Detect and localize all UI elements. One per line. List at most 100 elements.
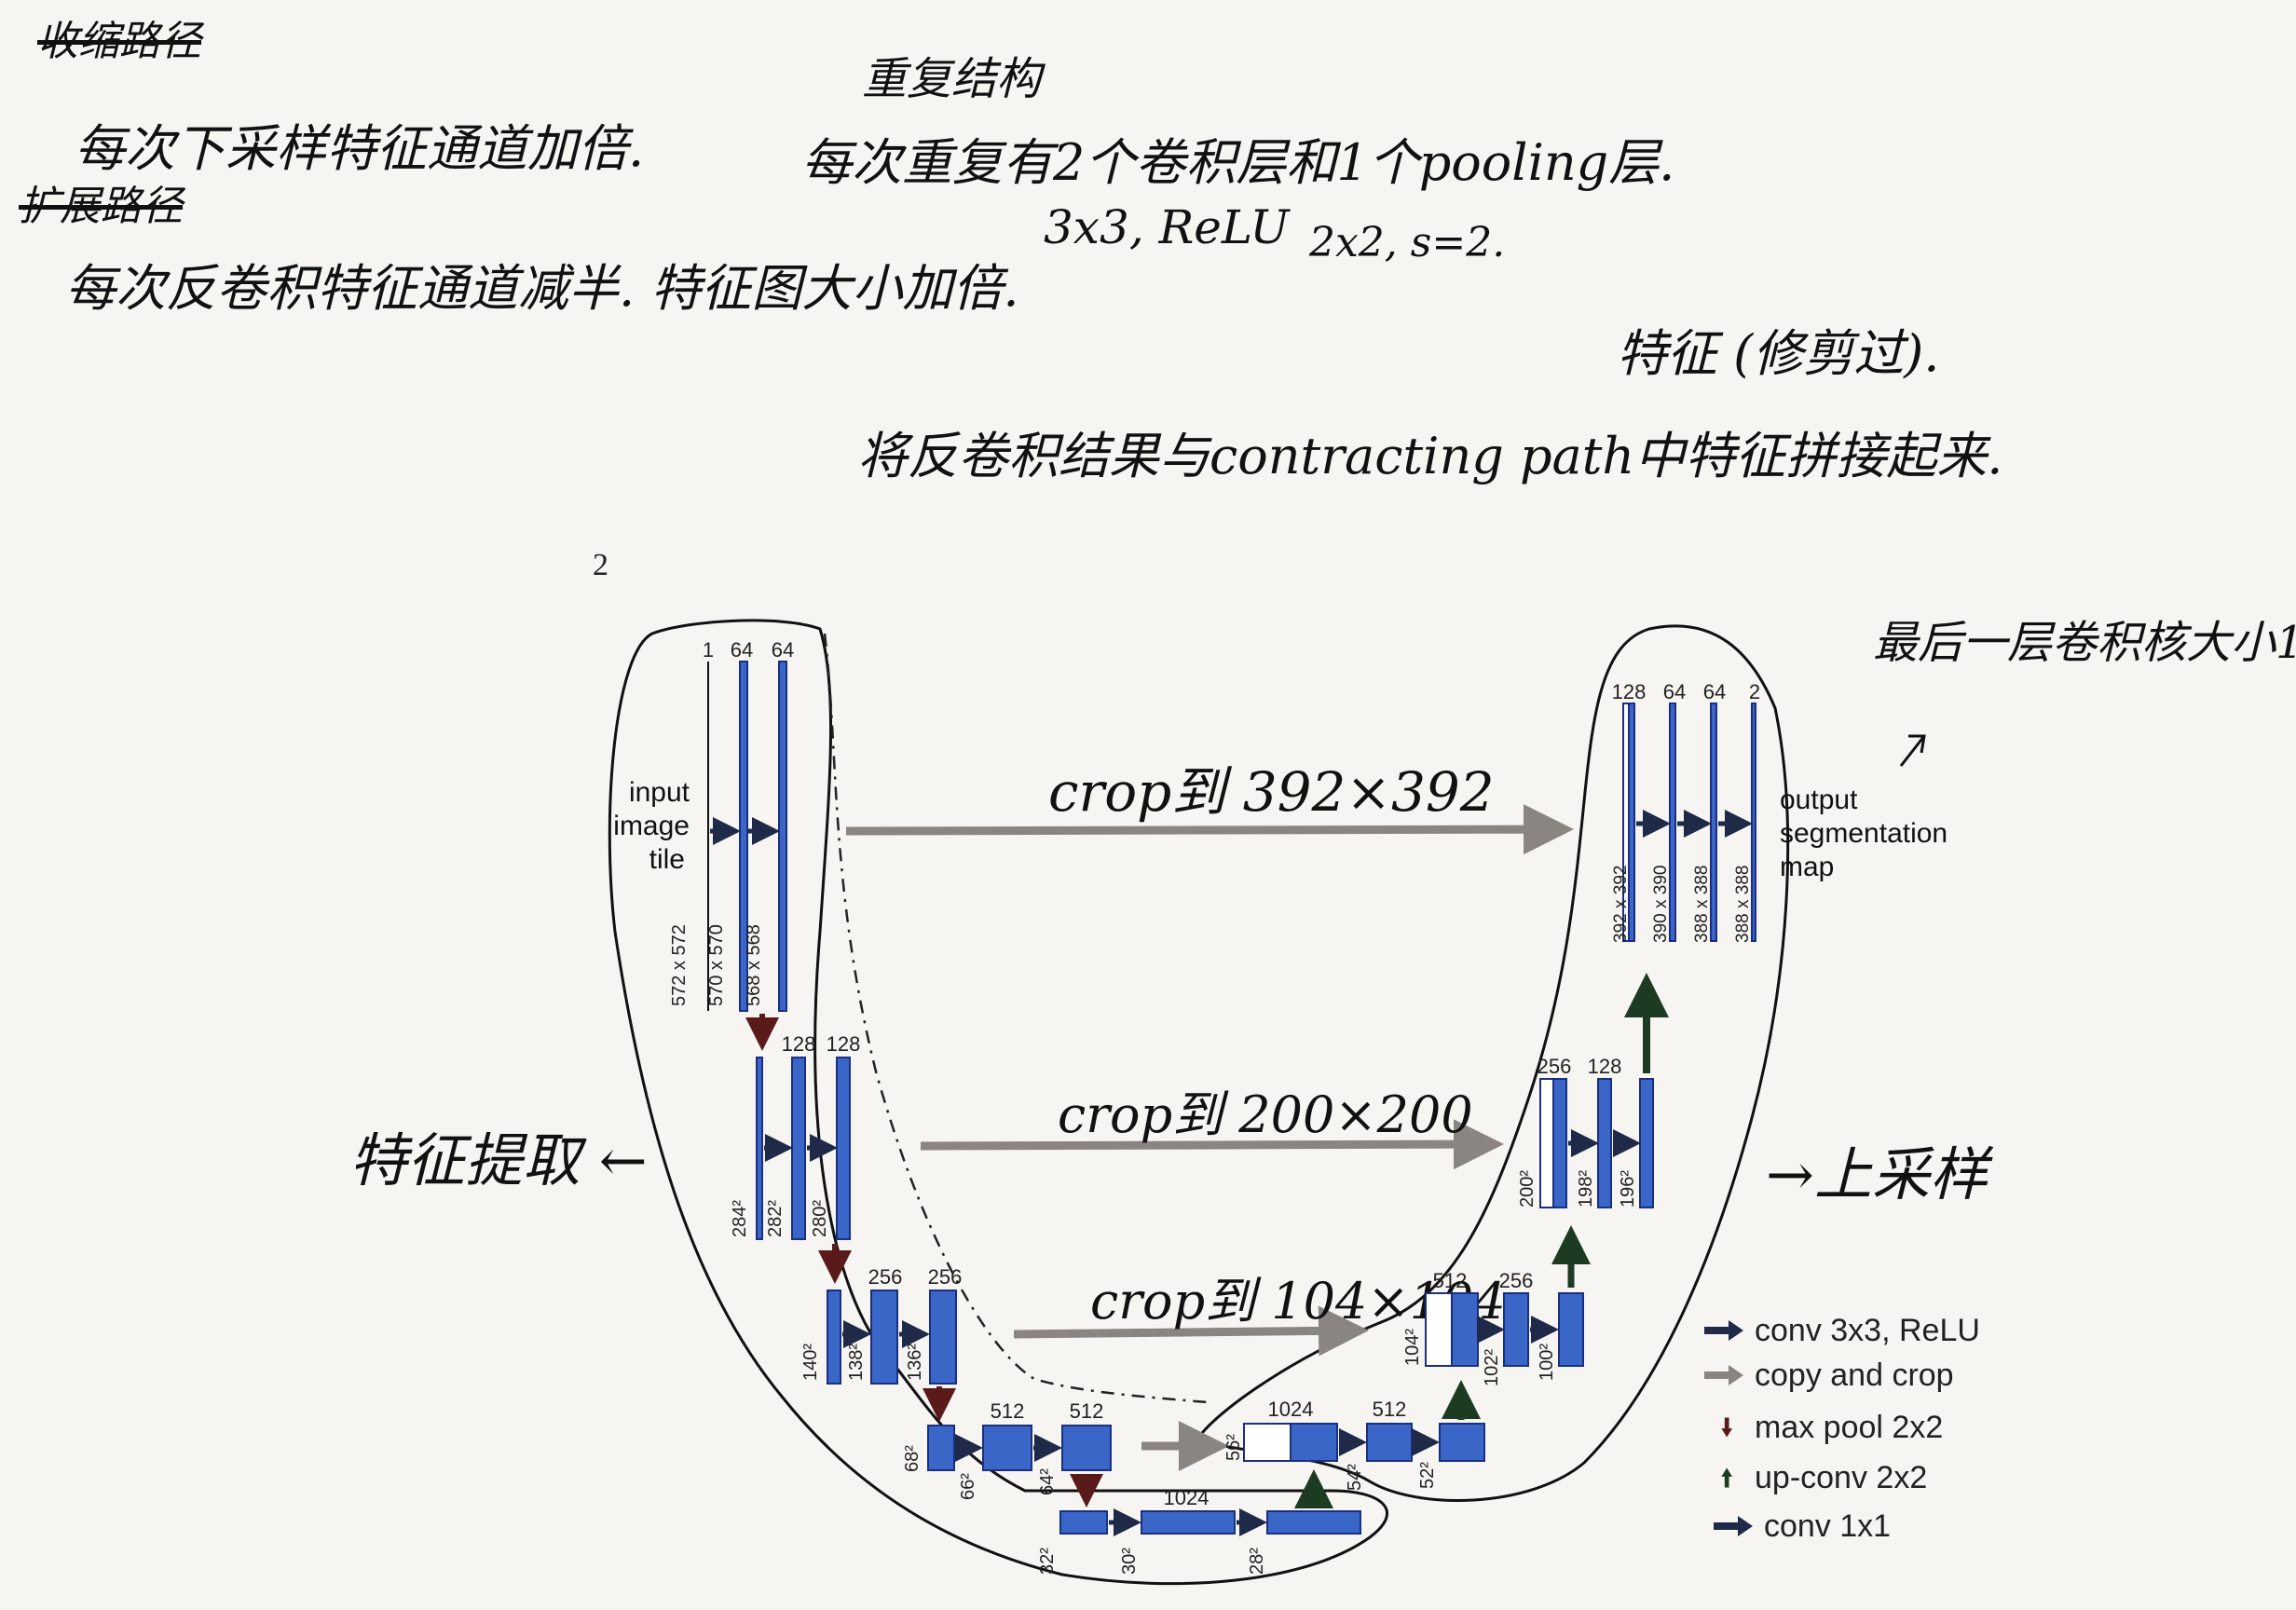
l1-size-3: 568 x 568 [744, 924, 764, 1006]
l3-block-1 [871, 1290, 897, 1384]
l2-block-2 [837, 1057, 850, 1239]
copy-arrow-2 [921, 1144, 1496, 1146]
output-label-2: segmentation [1780, 818, 1948, 849]
legend-pool-label: max pool 2x2 [1755, 1410, 1943, 1446]
l4-block-1 [983, 1426, 1032, 1470]
l3-block-2 [930, 1290, 956, 1384]
r3-size-3: 100² [1537, 1344, 1557, 1381]
input-label-2: image [613, 811, 690, 841]
r4-size-1: 56² [1223, 1434, 1244, 1461]
legend-conv: conv 3x3, ReLU [1701, 1308, 1980, 1353]
r4-size-2: 54² [1345, 1464, 1365, 1491]
l2-channel-1: 128 [782, 1032, 816, 1056]
r2-channel-1: 256 [1538, 1055, 1572, 1078]
r3-block-0 [1452, 1293, 1478, 1366]
r4-block-1 [1367, 1424, 1412, 1461]
conv1-arrow-icon [1710, 1508, 1755, 1545]
legend-conv-label: conv 3x3, ReLU [1755, 1313, 1980, 1349]
legend-conv1: conv 1x1 [1710, 1504, 1891, 1549]
l4-size-1: 68² [902, 1445, 922, 1472]
conv-arrow-icon [1701, 1312, 1745, 1349]
r3-channel-2: 256 [1499, 1269, 1534, 1292]
l2-block-0 [757, 1057, 762, 1239]
r1-size-3: 388 x 388 [1692, 866, 1712, 943]
l5-size-1: 32² [1037, 1548, 1058, 1575]
l5-block-2 [1267, 1511, 1360, 1534]
crop-note-1: crop到 392×392 [1048, 760, 1495, 824]
l3-block-0 [827, 1290, 840, 1384]
l4-channel-2: 512 [1070, 1399, 1104, 1423]
r3-block-2 [1559, 1293, 1583, 1366]
r2-block-copy [1540, 1079, 1553, 1208]
r2-block-0 [1553, 1079, 1566, 1208]
r4-block-copy [1244, 1424, 1291, 1461]
legend-upconv-label: up-conv 2x2 [1755, 1460, 1927, 1496]
r2-size-1: 200² [1517, 1170, 1538, 1208]
r2-channel-2: 128 [1588, 1055, 1622, 1078]
r1-channel-3: 64 [1703, 680, 1726, 703]
l1-size-2: 570 x 570 [706, 924, 727, 1006]
l5-block-0 [1060, 1511, 1107, 1534]
l3-size-1: 140² [800, 1344, 821, 1381]
r1-channel-2: 64 [1663, 680, 1686, 703]
r3-block-1 [1504, 1293, 1528, 1366]
l2-channel-2: 128 [827, 1032, 861, 1056]
legend-copy: copy and crop [1701, 1353, 1954, 1398]
l3-channel-2: 256 [928, 1265, 963, 1289]
l4-size-2: 66² [958, 1473, 978, 1500]
r3-size-2: 102² [1482, 1349, 1502, 1386]
crop-note-2: crop到 200×200 [1058, 1085, 1473, 1144]
input-label-1: input [629, 777, 690, 808]
legend-copy-label: copy and crop [1755, 1358, 1954, 1394]
l1-size-1: 572 x 572 [669, 924, 690, 1006]
l1-block-2 [779, 662, 786, 1011]
l2-size-1: 284² [730, 1200, 750, 1237]
legend-pool: max pool 2x2 [1719, 1405, 1943, 1450]
l2-size-3: 280² [810, 1200, 830, 1237]
r2-size-3: 196² [1618, 1170, 1638, 1208]
l1-channel-3: 64 [772, 638, 794, 662]
l5-channel-1: 1024 [1164, 1486, 1210, 1509]
copy-arrow-3 [1014, 1330, 1360, 1334]
r3-size-1: 104² [1402, 1329, 1423, 1366]
r3-channel-1: 512 [1433, 1269, 1468, 1292]
l4-channel-1: 512 [991, 1399, 1025, 1423]
l5-block-1 [1141, 1511, 1235, 1534]
r1-channel-1: 128 [1612, 680, 1647, 703]
input-label-3: tile [649, 844, 685, 875]
upconv-arrow-icon [1719, 1459, 1745, 1496]
r1-size-2: 390 x 390 [1651, 866, 1671, 943]
r2-block-2 [1640, 1079, 1653, 1208]
l4-size-3: 64² [1037, 1468, 1058, 1495]
output-label-1: output [1780, 785, 1858, 815]
legend-conv1-label: conv 1x1 [1764, 1508, 1891, 1545]
l4-block-2 [1062, 1426, 1111, 1470]
output-label-3: map [1780, 852, 1834, 882]
l3-size-2: 138² [846, 1344, 867, 1381]
copy-arrow-1 [846, 829, 1565, 831]
r1-size-1: 392 x 392 [1611, 866, 1631, 943]
r2-size-2: 198² [1576, 1170, 1596, 1208]
r4-block-0 [1291, 1424, 1337, 1461]
r4-size-3: 52² [1417, 1462, 1438, 1489]
l2-block-1 [792, 1057, 805, 1239]
l1-channel-2: 64 [731, 638, 753, 662]
l3-size-3: 136² [905, 1344, 925, 1381]
l2-size-2: 282² [765, 1200, 786, 1237]
pool-arrow-icon [1719, 1409, 1745, 1446]
r1-size-4: 388 x 388 [1733, 866, 1753, 943]
r3-block-copy [1426, 1293, 1452, 1366]
l4-block-0 [928, 1426, 954, 1470]
r4-channel-2: 512 [1373, 1398, 1407, 1421]
legend-upconv: up-conv 2x2 [1719, 1455, 1927, 1500]
l3-channel-1: 256 [868, 1265, 903, 1289]
l1-channel-1: 1 [703, 638, 714, 662]
r4-channel-1: 1024 [1268, 1398, 1314, 1421]
r4-block-2 [1440, 1424, 1484, 1461]
r2-block-1 [1598, 1079, 1611, 1208]
l5-size-3: 28² [1247, 1548, 1267, 1575]
handwritten-arrow [1901, 736, 1924, 766]
copy-arrow-icon [1701, 1357, 1745, 1394]
l5-size-2: 30² [1119, 1548, 1140, 1575]
r1-channel-4: 2 [1749, 680, 1760, 703]
